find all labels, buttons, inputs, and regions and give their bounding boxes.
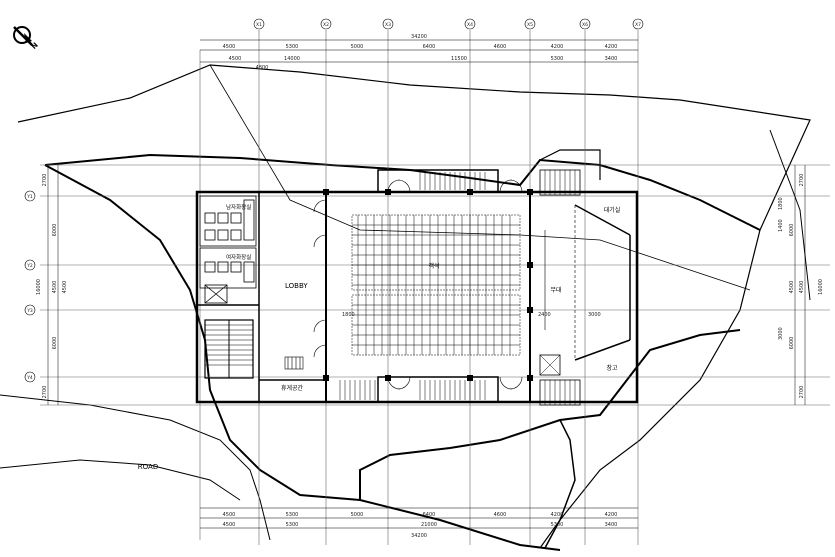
- grid-bubble-label: Y1: [26, 194, 33, 200]
- grid-bubble-label: Y3: [26, 308, 33, 314]
- dimension-label: 4200: [551, 44, 564, 50]
- dimension-label: 5300: [286, 522, 299, 528]
- grid-bubble-label: X6: [582, 22, 588, 28]
- dimension-label: 21000: [421, 522, 437, 528]
- room-label-waiting-room: 대기실: [604, 206, 621, 214]
- dimension-label: 2400: [538, 312, 551, 318]
- auditorium-seating: [351, 214, 521, 356]
- dimension-label: 4600: [494, 44, 507, 50]
- dimensions-bottom: [200, 507, 638, 529]
- dimensions-right: [794, 165, 806, 405]
- dimension-label: 3400: [605, 522, 618, 528]
- dimension-label: 3000: [588, 312, 601, 318]
- stairs-left: [204, 319, 254, 379]
- room-label-toilet-upper: 남자화장실: [226, 203, 251, 211]
- dimension-label: 4500: [799, 281, 805, 294]
- dimension-label: 2700: [799, 386, 805, 399]
- dimension-label: 4500: [223, 522, 236, 528]
- dimension-total-top: 34200: [411, 34, 427, 40]
- dimension-label: 6000: [789, 224, 795, 237]
- dimension-label: 4800: [256, 65, 269, 71]
- hall-stairs: [339, 172, 486, 400]
- dimension-label: 6000: [52, 337, 58, 350]
- dimension-label: 2700: [799, 174, 805, 187]
- dimension-label: 5300: [286, 44, 299, 50]
- dimensions-top: [200, 39, 638, 63]
- grid-bubble-label: X2: [323, 22, 329, 28]
- room-label-lounge: 휴게공간: [281, 384, 304, 392]
- grid-bubble-label: Y4: [26, 375, 33, 381]
- room-label-stage: 무대: [550, 286, 561, 294]
- dimension-label: 6400: [423, 44, 436, 50]
- dimension-label: 4200: [605, 512, 618, 518]
- dimension-label: 1800: [778, 197, 784, 210]
- road-label: ROAD: [138, 463, 158, 471]
- room-label-hall: 객석: [428, 262, 439, 270]
- dimension-label: 5300: [286, 512, 299, 518]
- room-label-lobby: LOBBY: [285, 282, 308, 290]
- grid-bubble-label: X1: [256, 22, 262, 28]
- dimension-label: 4200: [605, 44, 618, 50]
- site-outline: [0, 64, 811, 551]
- dimension-label: 4500: [789, 281, 795, 294]
- room-label-toilet-lower: 여자화장실: [226, 253, 251, 261]
- grid-bubble-label: X3: [385, 22, 391, 28]
- dimension-label: 4600: [494, 512, 507, 518]
- north-arrow-icon: N: [13, 26, 40, 51]
- dimension-label: 1800: [342, 312, 355, 318]
- dimension-label: 3000: [778, 327, 784, 340]
- dimension-label: 5000: [351, 512, 364, 518]
- grid-bubble-label: X7: [635, 22, 641, 28]
- dimension-label: 6400: [423, 512, 436, 518]
- grid-bubbles-top: X1 X2 X3 X4 X5 X6 X7: [253, 18, 644, 30]
- dimension-label: 5000: [351, 44, 364, 50]
- dimension-label: 5300: [551, 56, 564, 62]
- dimension-label: 11500: [451, 56, 467, 62]
- dimension-label: 4500: [223, 44, 236, 50]
- dimension-label: 4500: [229, 56, 242, 62]
- dimension-label: 6000: [789, 337, 795, 350]
- grid-bubble-label: Y2: [26, 263, 33, 269]
- toilet-area: [199, 195, 257, 304]
- dimension-total-left: 16000: [36, 279, 42, 295]
- dimension-label: 14000: [284, 56, 300, 62]
- dimension-label: 4500: [52, 281, 58, 294]
- dimension-label: 4500: [62, 281, 68, 294]
- svg-text:N: N: [30, 41, 40, 51]
- dimension-label: 6000: [52, 224, 58, 237]
- dimensions-left: [47, 165, 59, 405]
- grid-bubble-label: X4: [467, 22, 473, 28]
- grid-lines: [40, 30, 830, 545]
- grid-bubbles-left: Y1 Y2 Y3 Y4: [24, 190, 36, 383]
- grid-bubble-label: X5: [527, 22, 533, 28]
- hall-doors: [387, 179, 523, 390]
- lobby-doors: [284, 199, 327, 370]
- building-walls: [195, 169, 639, 404]
- room-label-storage: 창고: [606, 364, 618, 372]
- dimension-label: 3400: [605, 56, 618, 62]
- dimension-label: 1400: [778, 219, 784, 232]
- dimension-label: 2700: [42, 174, 48, 187]
- dimension-label: 5300: [551, 522, 564, 528]
- dimension-total-bottom: 34200: [411, 533, 427, 539]
- dimension-label: 4500: [223, 512, 236, 518]
- dimension-total-right: 16000: [818, 279, 824, 295]
- dimension-label: 4200: [551, 512, 564, 518]
- stage-stairs: [539, 169, 581, 406]
- stage-area: [544, 204, 631, 361]
- dimension-label: 2700: [42, 386, 48, 399]
